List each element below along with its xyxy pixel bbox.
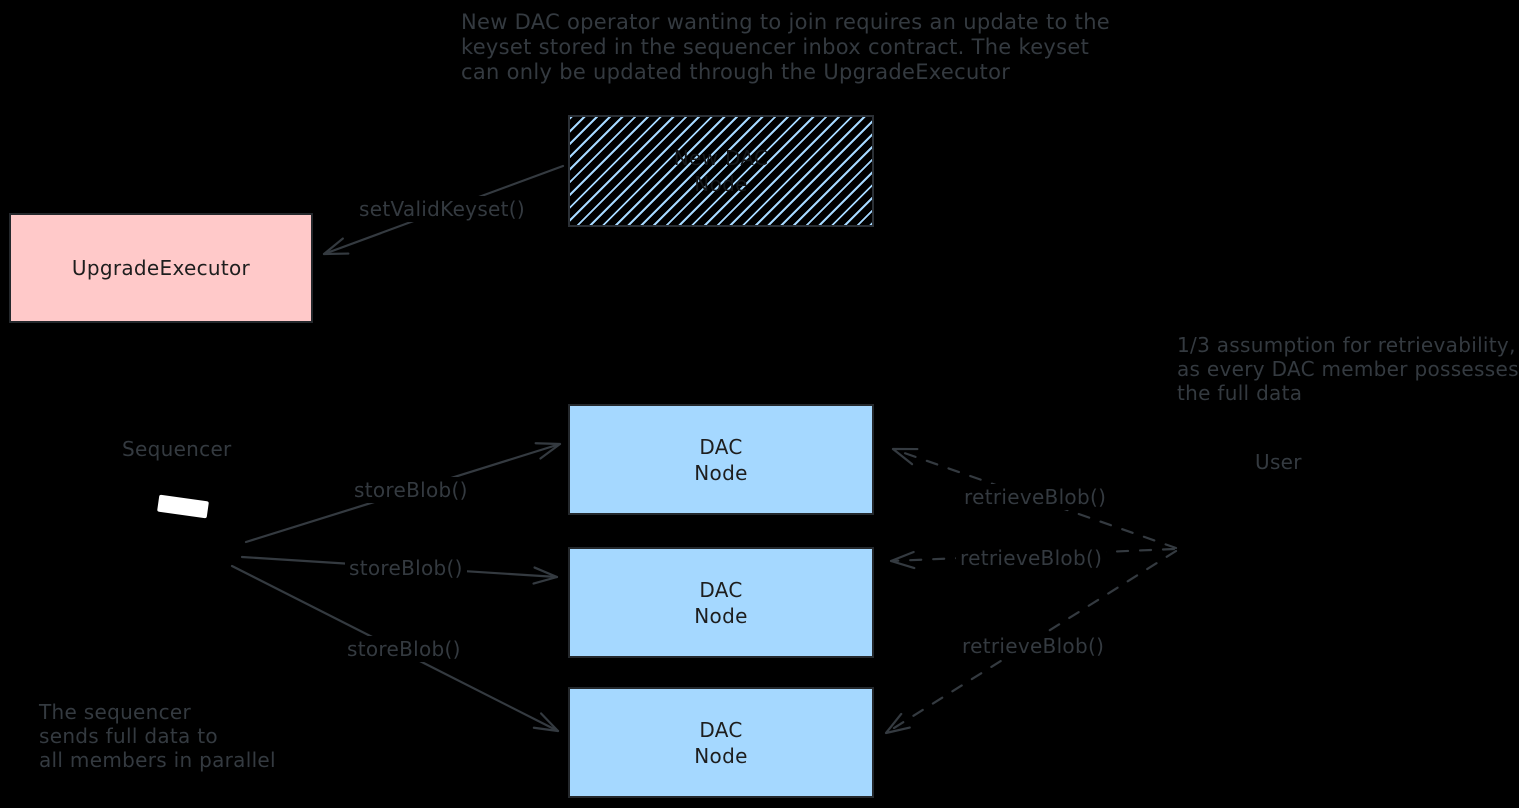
edge-label-retrieve-blob-3: retrieveBlob() [958,633,1109,659]
edge-label-store-blob-3: storeBlob() [343,636,465,662]
upgrade-executor-box: UpgradeExecutor [9,213,313,323]
note-parallel-send: The sequencer sends full data to all mem… [39,700,276,772]
new-dac-node-box: New DAC Node [568,115,874,227]
edge-label-retrieve-blob-2: retrieveBlob() [956,545,1107,571]
dac-node-box-1-label: DAC Node [694,434,748,485]
edge-label-retrieve-blob-1: retrieveBlob() [960,484,1111,510]
note-keyset-update: New DAC operator wanting to join require… [461,10,1111,84]
edge-label-set-valid-keyset: setValidKeyset() [355,196,529,222]
edge-label-store-blob-1: storeBlob() [350,477,472,503]
user-label: User [1255,450,1302,474]
edge-label-store-blob-2: storeBlob() [345,555,467,581]
dac-node-box-2-label: DAC Node [694,577,748,628]
dac-node-box-3: DAC Node [568,687,874,798]
new-dac-node-box-label: New DAC Node [673,146,769,196]
dac-node-box-2: DAC Node [568,547,874,658]
upgrade-executor-box-label: UpgradeExecutor [71,256,251,280]
sequencer-label: Sequencer [122,437,232,461]
dac-node-box-1: DAC Node [568,404,874,515]
note-retrievability-assumption: 1/3 assumption for retrievability, as ev… [1177,333,1519,405]
dac-node-box-3-label: DAC Node [694,717,748,768]
